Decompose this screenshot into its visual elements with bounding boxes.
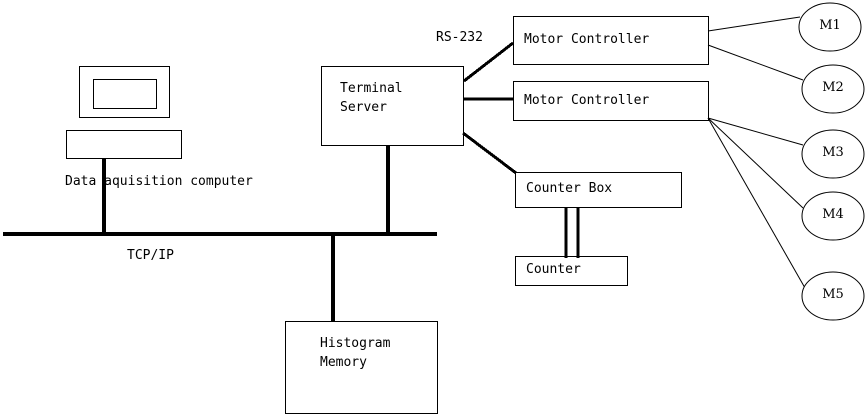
motor-controller-2-box	[513, 81, 709, 121]
motor-controller-1-label: Motor Controller	[524, 32, 650, 47]
motor-m2-label: M2	[822, 80, 844, 95]
histogram-memory-line-2: Memory	[320, 355, 367, 370]
terminal-server-line-2: Server	[340, 100, 387, 115]
motor-m4-ellipse	[801, 191, 865, 241]
histogram-memory-line-1: Histogram	[320, 336, 391, 351]
motor-m5-ellipse	[801, 271, 865, 321]
bus-group	[3, 145, 437, 321]
motor-m4-label: M4	[822, 207, 844, 222]
motor-controller-2-to-m4-line	[707, 117, 804, 209]
computer-keyboard-outline	[66, 130, 182, 159]
boxes-group	[66, 16, 709, 414]
tcpip-bus-label: TCP/IP	[127, 248, 174, 263]
counter-box-label: Counter Box	[526, 181, 613, 196]
rs232-link-label: RS-232	[436, 30, 483, 45]
motor-controller-1-to-m2-line	[707, 44, 804, 81]
motor-controller-1-to-m1-line	[707, 16, 801, 32]
terminal-server-box	[321, 66, 464, 146]
motor-controller-2-label: Motor Controller	[524, 93, 650, 108]
counter-label: Counter	[526, 262, 581, 277]
data-acquisition-computer-label: Data aquisition computer	[65, 174, 253, 189]
motor-controller-2-to-m5-line	[707, 117, 806, 289]
links-group	[462, 16, 806, 289]
motor-m1-label: M1	[819, 18, 841, 33]
terminal-server-to-motor-controller-1-line	[463, 41, 514, 83]
motor-m2-ellipse	[801, 64, 865, 114]
terminal-server-to-counter-box-line	[462, 131, 517, 175]
counter-box-box	[515, 172, 682, 208]
motor-m3-ellipse	[801, 129, 865, 179]
motor-m3-label: M3	[822, 145, 844, 160]
motor-controller-1-box	[513, 16, 709, 65]
motor-m1-ellipse	[798, 2, 862, 52]
counter-box	[515, 256, 628, 286]
terminal-server-line-1: Terminal	[340, 81, 403, 96]
motor-controller-2-to-m3-line	[707, 117, 804, 146]
motors-group	[798, 2, 865, 321]
computer-screen-outline	[93, 79, 157, 109]
motor-m5-label: M5	[822, 287, 844, 302]
computer-monitor-outline	[79, 66, 170, 118]
